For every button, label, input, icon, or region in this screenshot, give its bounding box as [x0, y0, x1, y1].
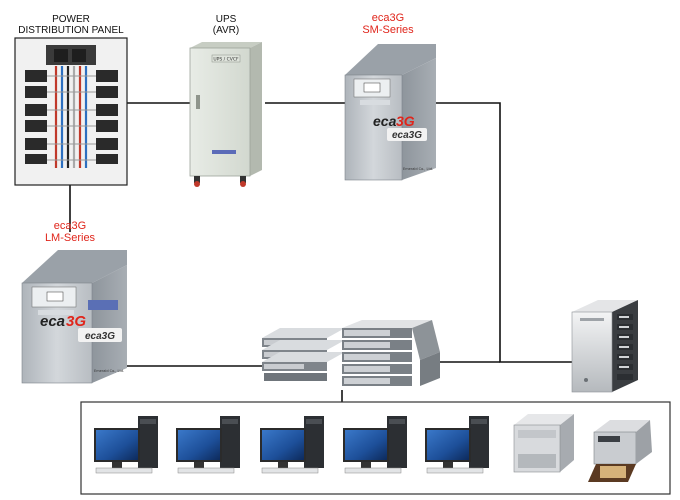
- network-switch-stack-icon: [262, 320, 440, 386]
- ups-label-line2: (AVR): [212, 25, 240, 36]
- lm-maker-text: Emerald Co., Ltd.: [94, 369, 124, 373]
- ups-badge-text: UPS / CVCF: [213, 57, 239, 63]
- desktop-computer-icon: [343, 416, 407, 474]
- sm-side-logo: eca3G: [392, 130, 422, 141]
- desktop-computer-icon: [425, 416, 489, 474]
- lm-logo-mark: 3G: [66, 313, 86, 330]
- lm-series-label-line1: eca3G: [53, 220, 87, 232]
- desktop-computer-icon: [94, 416, 158, 474]
- desktop-computer-icon: [176, 416, 240, 474]
- eca3g-sm-unit-icon: eca 3G eca3G Emerald Co., Ltd.: [344, 44, 436, 181]
- lm-series-label-line2: LM-Series: [44, 232, 96, 244]
- sm-maker-text: Emerald Co., Ltd.: [403, 167, 433, 171]
- sm-logo-text: eca: [373, 113, 397, 129]
- laser-printer-icon: [513, 414, 574, 473]
- all-in-one-printer-icon: [588, 420, 652, 482]
- lm-side-logo: eca3G: [85, 331, 115, 342]
- ups-label: UPS (AVR): [196, 14, 256, 36]
- sm-logo-mark: 3G: [396, 113, 415, 129]
- ups-label-line1: UPS: [215, 14, 237, 25]
- ups-cabinet-icon: UPS / CVCF: [189, 42, 262, 187]
- sm-series-label: eca3G SM-Series: [348, 12, 428, 36]
- line-sm-to-server: [435, 102, 572, 363]
- eca3g-lm-unit-icon: eca 3G eca3G Emerald Co., Ltd.: [21, 250, 127, 384]
- tower-server-icon: [571, 300, 638, 393]
- power-panel-label-line2: DISTRIBUTION PANEL: [18, 25, 124, 36]
- lm-logo-text: eca: [40, 313, 65, 330]
- sm-series-label-line1: eca3G: [371, 12, 405, 24]
- lm-series-label: eca3G LM-Series: [30, 220, 110, 244]
- power-panel-label-line1: POWER: [52, 14, 90, 25]
- power-panel-label: POWER DISTRIBUTION PANEL: [6, 14, 136, 36]
- connection-lines: [69, 102, 572, 402]
- sm-series-label-line2: SM-Series: [362, 24, 414, 36]
- desktop-computer-icon: [260, 416, 324, 474]
- power-distribution-panel-icon: [14, 37, 128, 186]
